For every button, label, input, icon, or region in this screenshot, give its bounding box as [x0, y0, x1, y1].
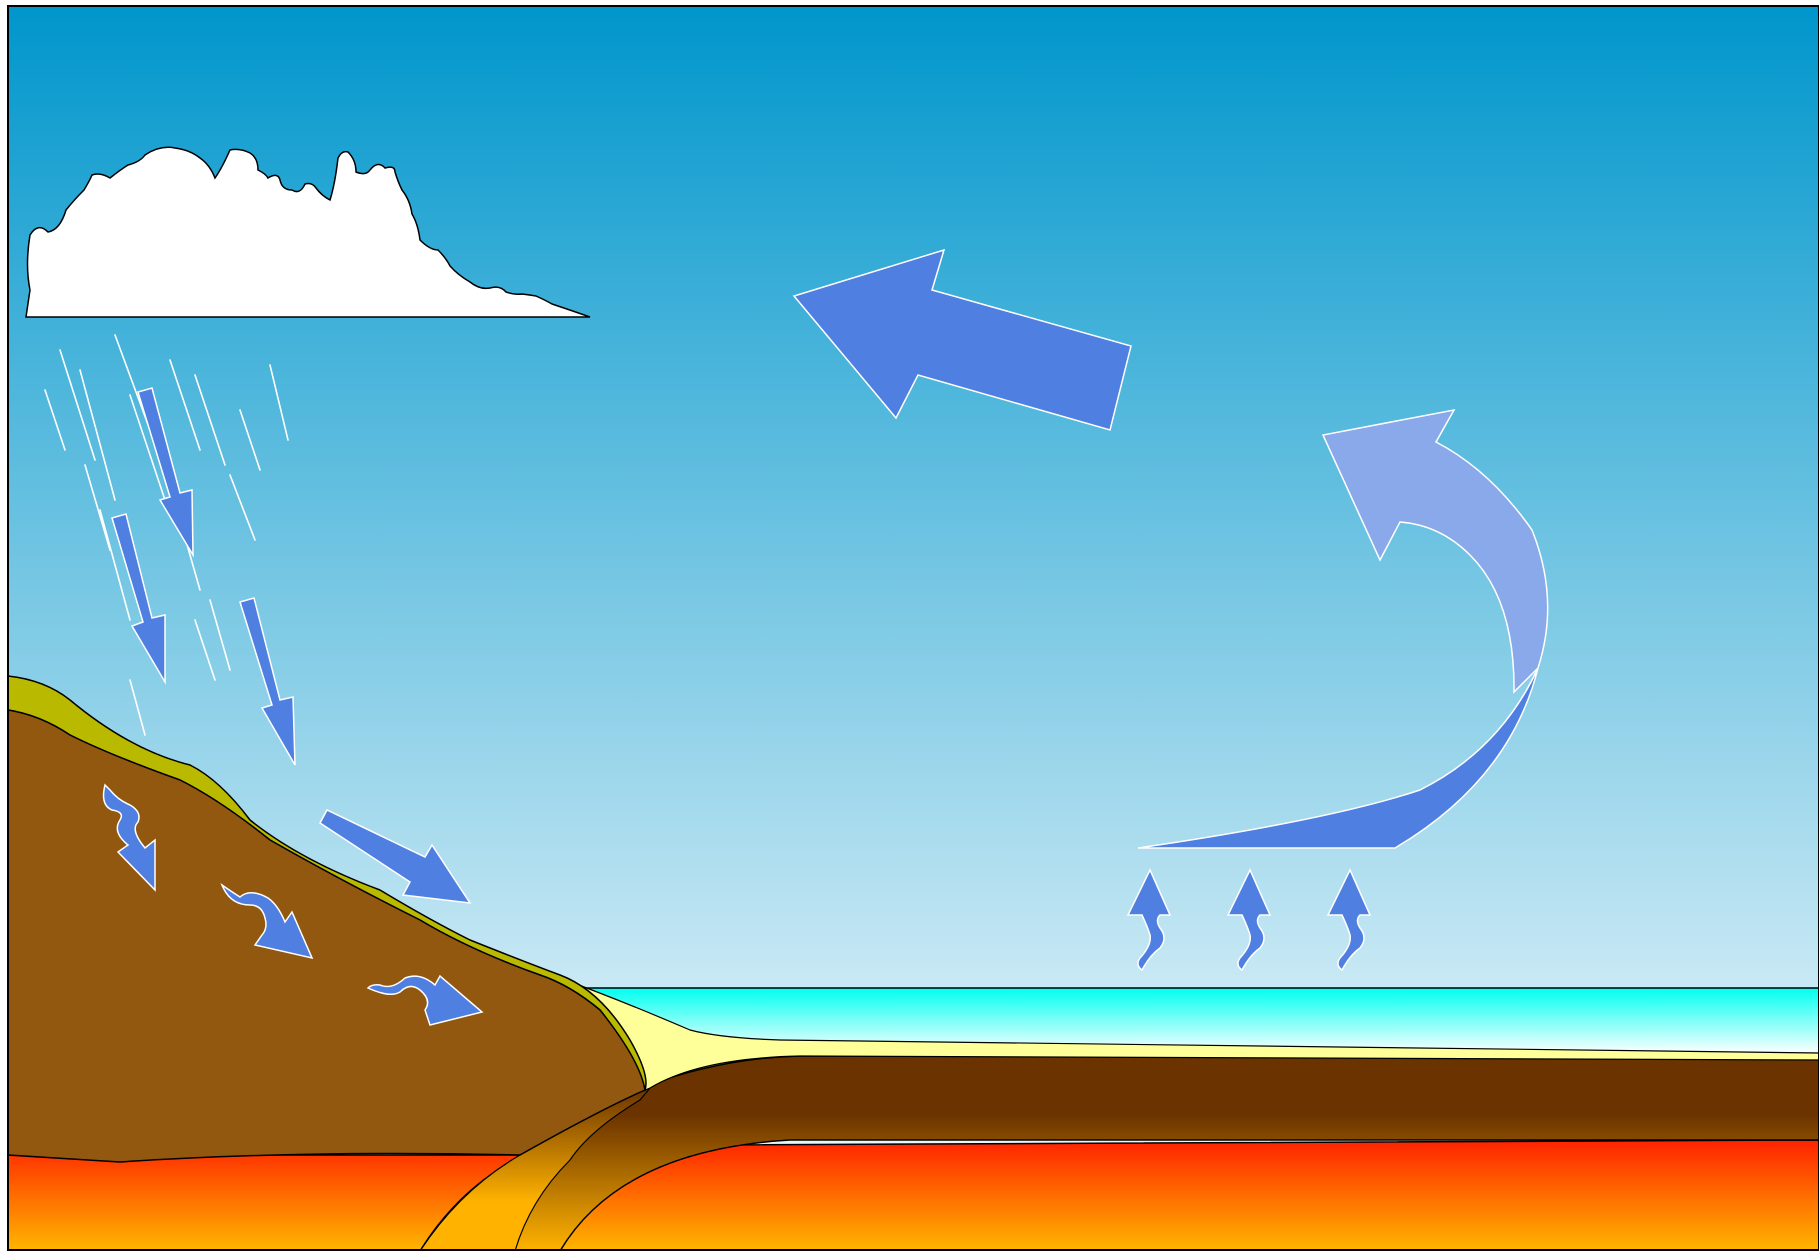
mantle	[8, 1140, 1819, 1251]
